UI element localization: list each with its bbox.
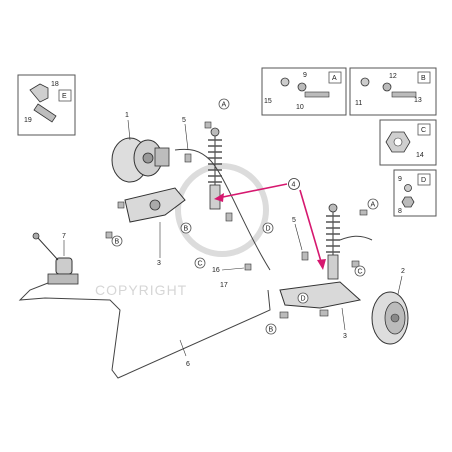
label-16: 16 bbox=[212, 267, 220, 274]
label-19: 19 bbox=[24, 117, 32, 124]
hardware bbox=[105, 121, 368, 319]
label-1: 1 bbox=[125, 112, 129, 119]
label-17: 17 bbox=[220, 282, 228, 289]
label-13: 13 bbox=[414, 97, 422, 104]
label-9a: 9 bbox=[303, 72, 307, 79]
detail-box-c: C 14 bbox=[379, 119, 437, 166]
nut-icon bbox=[297, 82, 307, 92]
callout-d1: D bbox=[266, 226, 271, 233]
callout-d2: D bbox=[301, 296, 306, 303]
watermark: COPYRIGHT bbox=[95, 163, 269, 298]
washer-icon bbox=[280, 77, 290, 87]
callout-a2: A bbox=[371, 202, 376, 209]
callout-a1: A bbox=[222, 102, 227, 109]
label-2: 2 bbox=[401, 268, 405, 275]
detail-box-d-letter: D bbox=[421, 177, 426, 184]
right-shock-absorber bbox=[326, 203, 340, 280]
left-lower-arm: 3 bbox=[124, 187, 186, 267]
label-12: 12 bbox=[389, 73, 397, 80]
label-10: 10 bbox=[296, 104, 304, 111]
detail-box-c-letter: C bbox=[421, 127, 426, 134]
label-5b: 5 bbox=[292, 217, 296, 224]
bolt-icon bbox=[391, 91, 417, 98]
label-15: 15 bbox=[264, 98, 272, 105]
label-9d: 9 bbox=[398, 176, 402, 183]
watermark-text: COPYRIGHT bbox=[95, 282, 187, 298]
bracket-icon bbox=[29, 83, 49, 103]
callout-c2: C bbox=[358, 269, 363, 276]
label-14: 14 bbox=[416, 152, 424, 159]
clip-icon bbox=[33, 103, 57, 123]
label-3a: 3 bbox=[157, 260, 161, 267]
label-4: 4 bbox=[292, 182, 296, 189]
left-hub-assembly: 1 bbox=[111, 112, 170, 183]
right-hub-assembly: 2 bbox=[371, 268, 409, 345]
detail-box-e-letter: E bbox=[62, 93, 67, 100]
label-11: 11 bbox=[355, 100, 362, 107]
detail-box-b-letter: B bbox=[421, 75, 426, 82]
callout-b2: B bbox=[184, 226, 189, 233]
callout-c1: C bbox=[198, 261, 203, 268]
callout-b1: B bbox=[115, 239, 120, 246]
nut-icon bbox=[401, 196, 415, 208]
label-7: 7 bbox=[62, 233, 66, 240]
nut-icon bbox=[382, 82, 392, 92]
label-8: 8 bbox=[398, 208, 402, 215]
master-cylinder: 7 bbox=[32, 232, 79, 285]
label-3b: 3 bbox=[343, 333, 347, 340]
label-5a: 5 bbox=[182, 117, 186, 124]
bolt-icon bbox=[304, 91, 330, 98]
washer-icon bbox=[360, 77, 370, 87]
detail-box-e: E 18 19 bbox=[17, 74, 76, 136]
detail-box-b: B 11 12 13 bbox=[349, 67, 437, 116]
brake-lines: 6 bbox=[18, 148, 373, 379]
detail-box-a: A 9 10 15 bbox=[261, 67, 347, 116]
callout-b3: B bbox=[269, 327, 274, 334]
callout-circles: A A B B B C C D D bbox=[111, 98, 379, 335]
washer-icon bbox=[404, 184, 412, 192]
detail-box-d: D 9 8 bbox=[393, 169, 437, 217]
label-6: 6 bbox=[186, 361, 190, 368]
label-18: 18 bbox=[51, 81, 59, 88]
detail-box-a-letter: A bbox=[332, 75, 337, 82]
leader-labels: 5 5 16 17 bbox=[182, 117, 303, 289]
left-shock-absorber bbox=[208, 127, 222, 210]
highlight-arrows: 4 bbox=[214, 178, 326, 270]
